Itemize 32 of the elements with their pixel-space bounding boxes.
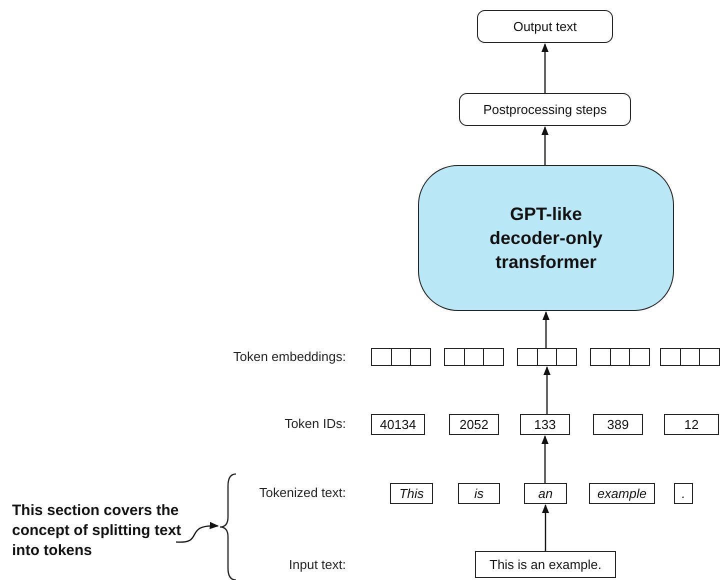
model-box: GPT-like decoder-only transformer: [418, 165, 674, 311]
token-id-box: 2052: [449, 414, 499, 435]
embedding-vector: [517, 348, 577, 366]
row-label: Input text:: [288, 557, 346, 572]
token-id-box: 133: [520, 414, 570, 435]
arrow: [542, 504, 550, 551]
token-id-box: 389: [593, 414, 643, 435]
embedding-vector: [660, 348, 720, 366]
token-box: example: [589, 483, 655, 504]
token-box: This: [390, 483, 433, 504]
process-box: Postprocessing steps: [459, 93, 631, 126]
arrow: [542, 311, 550, 348]
curved-arrow: [176, 522, 219, 543]
token-box: .: [674, 483, 693, 504]
row-label: Token embeddings:: [232, 349, 346, 364]
input-text-box: This is an example.: [475, 551, 616, 578]
row-label: Token IDs:: [284, 416, 346, 431]
token-box: an: [524, 483, 567, 504]
row-label: Tokenized text:: [258, 485, 346, 500]
arrow: [541, 126, 549, 165]
embedding-vector: [444, 348, 504, 366]
arrow: [541, 435, 549, 483]
embedding-vector: [590, 348, 650, 366]
embedding-vector: [371, 348, 431, 366]
callout-text: This section covers the concept of splitting text into tokens: [12, 500, 192, 562]
curly-brace: [219, 473, 236, 580]
arrow: [541, 43, 549, 93]
token-id-box: 40134: [371, 414, 425, 435]
token-box: is: [458, 483, 500, 504]
token-id-box: 12: [664, 414, 719, 435]
process-box: Output text: [477, 10, 613, 43]
arrow: [543, 366, 551, 414]
